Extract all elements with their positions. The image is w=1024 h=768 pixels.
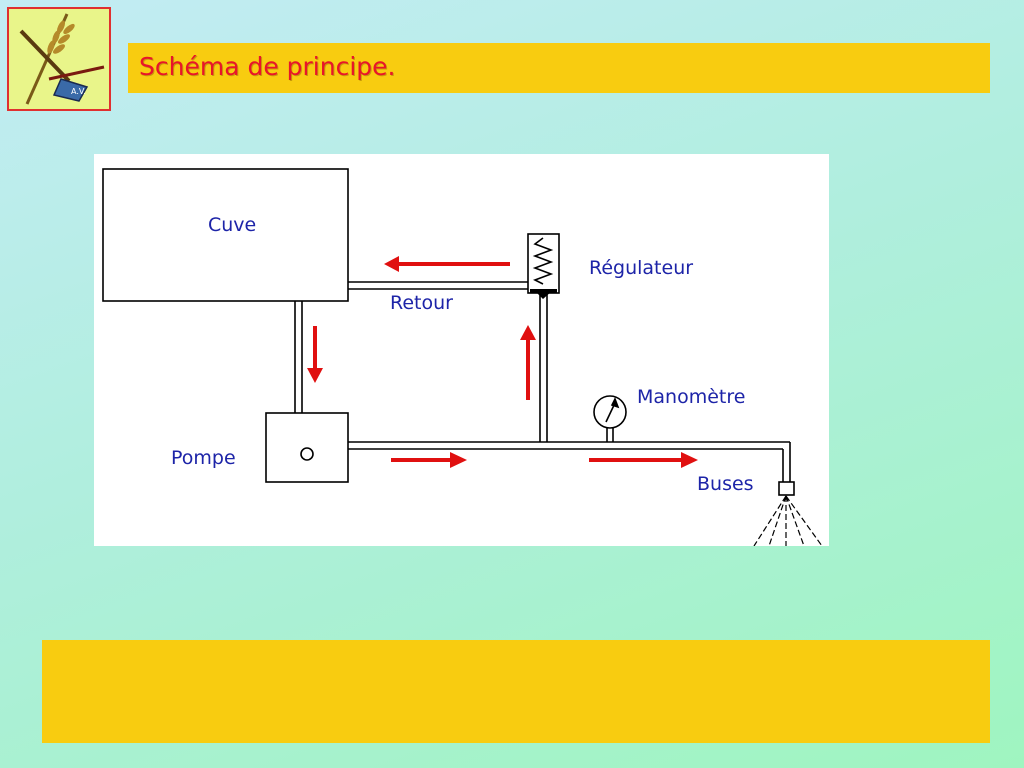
plough-wheat-logo-icon: A.V. xyxy=(19,13,105,105)
nozzles-label: Buses xyxy=(697,473,754,495)
return-up-arrow xyxy=(520,325,536,400)
regulator-body xyxy=(527,233,560,294)
return-label: Retour xyxy=(390,292,453,314)
pump-box xyxy=(265,412,349,483)
return-left-arrow xyxy=(384,256,510,272)
tank-down-arrow xyxy=(307,326,323,383)
pressure-right-arrow xyxy=(391,452,467,468)
tank-box xyxy=(102,168,349,302)
nozzle-head-icon xyxy=(778,481,795,496)
logo-text: A.V. xyxy=(71,87,86,96)
pump-label: Pompe xyxy=(171,447,236,469)
title-bar: Schéma de principe. xyxy=(128,43,990,93)
spraying-circuit-diagram: Cuve Régulateur Retour Manomètre Pompe B… xyxy=(94,154,829,546)
slide-title: Schéma de principe. xyxy=(139,52,396,81)
logo: A.V. xyxy=(7,7,111,111)
nozzle-right-arrow xyxy=(589,452,698,468)
circuit-drawing xyxy=(102,168,823,546)
regulator-spring-icon xyxy=(532,237,554,285)
spray-jet-icon xyxy=(753,495,823,546)
manometer-dial-icon xyxy=(593,395,627,429)
manometer-label: Manomètre xyxy=(637,386,746,408)
regulator-label: Régulateur xyxy=(589,257,694,279)
tank-label: Cuve xyxy=(208,214,257,236)
pump-rotor-icon xyxy=(300,447,314,461)
footer-bar xyxy=(42,640,990,743)
